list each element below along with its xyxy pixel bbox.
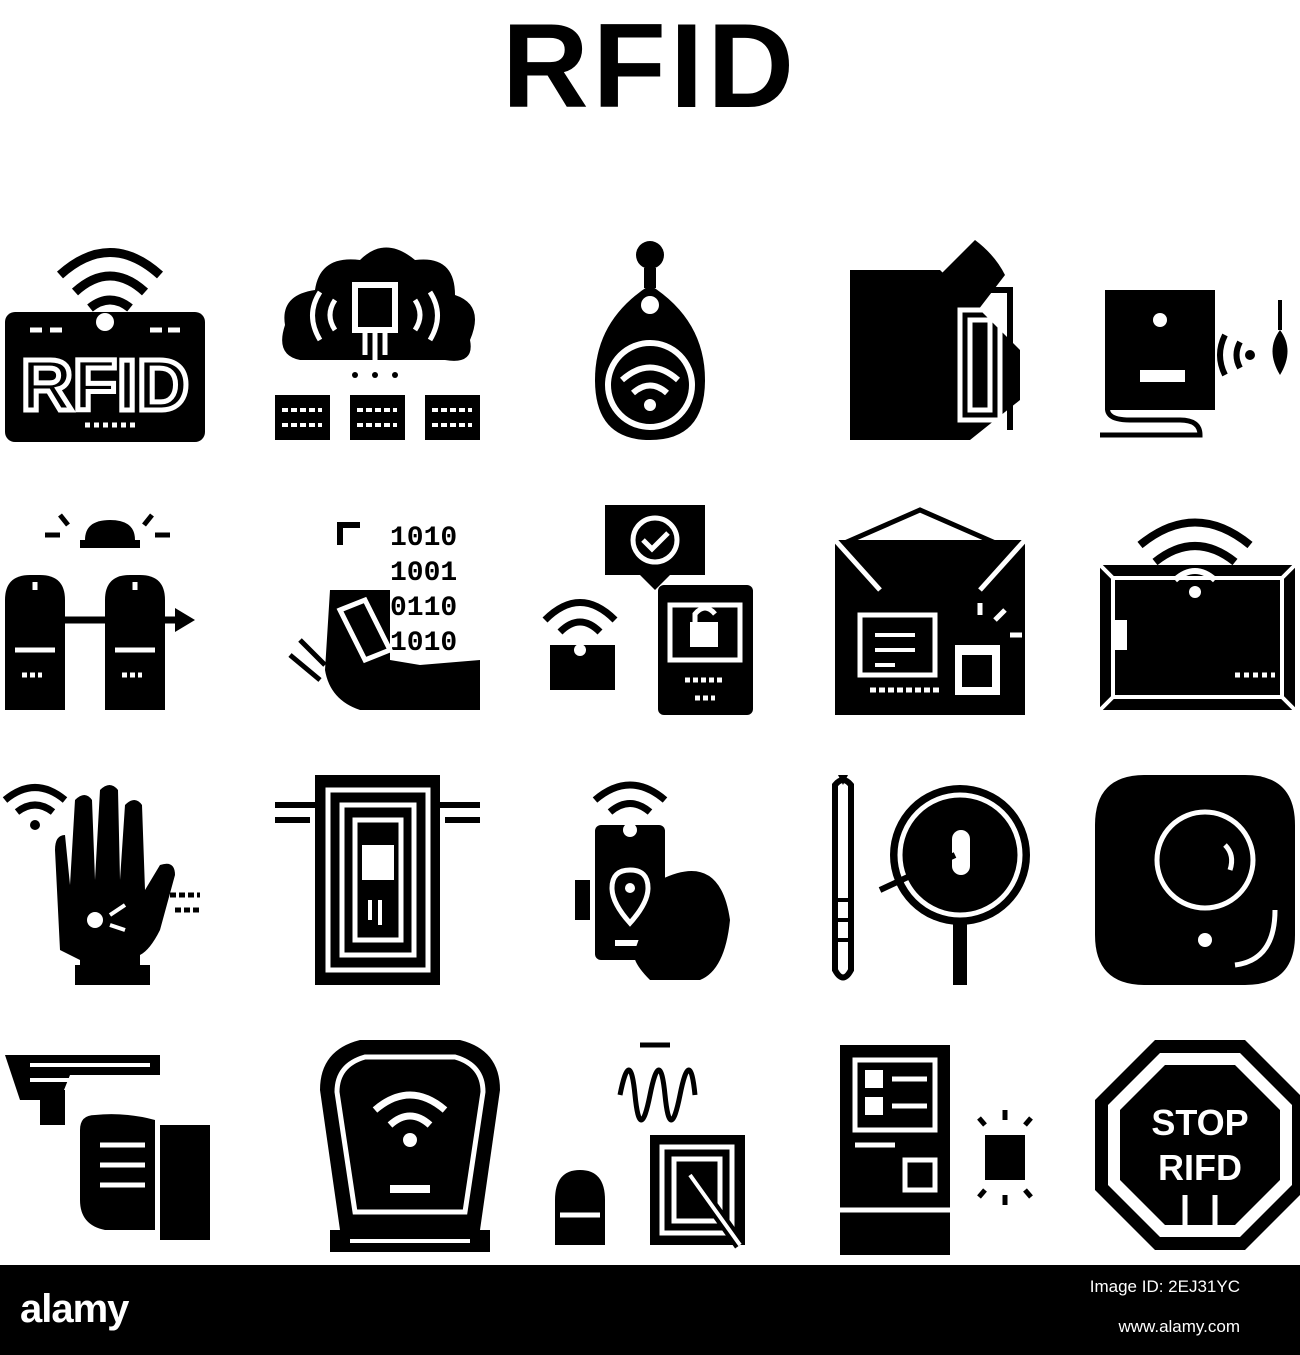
handheld-scanner-icon [0, 1035, 220, 1255]
rfid-sign-label: RFID [21, 346, 189, 426]
site-url[interactable]: www.alamy.com [1118, 1317, 1240, 1336]
rifd-label: RIFD [1158, 1147, 1242, 1188]
antenna-tag-icon [270, 770, 490, 990]
footer-bar: alamy Image ID: 2EJ31YC www.alamy.com [0, 1265, 1300, 1355]
cloud-chip-icon [270, 230, 490, 450]
gate-signal-tag-icon [540, 1035, 760, 1255]
binary-line-3: 0110 [390, 593, 457, 624]
package-box-chip-icon [820, 500, 1040, 720]
rfid-sign-icon: RFID [0, 230, 220, 450]
binary-line-4: 1010 [390, 628, 457, 659]
phone-in-hand-location-icon [540, 770, 760, 990]
icon-grid: RFID [0, 230, 1300, 1270]
glass-capsule-magnifier-icon [820, 770, 1040, 990]
alamy-logo[interactable]: alamy [20, 1287, 129, 1331]
page-title: RFID [502, 0, 798, 133]
stop-label: STOP [1151, 1102, 1248, 1143]
gate-reader-panel-icon [300, 1035, 520, 1255]
wall-reader-icon [1085, 230, 1300, 450]
security-gate-alarm-icon [0, 500, 220, 720]
round-tag-icon [1085, 770, 1300, 990]
chipped-hand-icon [0, 770, 220, 990]
hand-chip-binary-icon: 1010 1001 0110 1010 [270, 500, 490, 720]
key-fob-icon [540, 230, 760, 450]
binary-line-2: 1001 [390, 558, 457, 589]
rfid-sticker-icon [820, 230, 1040, 450]
wireless-tablet-icon [1085, 500, 1300, 720]
image-id: Image ID: 2EJ31YC [1089, 1277, 1240, 1296]
binary-line-1: 1010 [390, 523, 457, 554]
smartphone-lock-check-icon [540, 500, 760, 720]
terminal-kiosk-chip-icon [820, 1035, 1040, 1255]
stop-rfid-sign-icon: STOP RIFD [1090, 1035, 1300, 1255]
